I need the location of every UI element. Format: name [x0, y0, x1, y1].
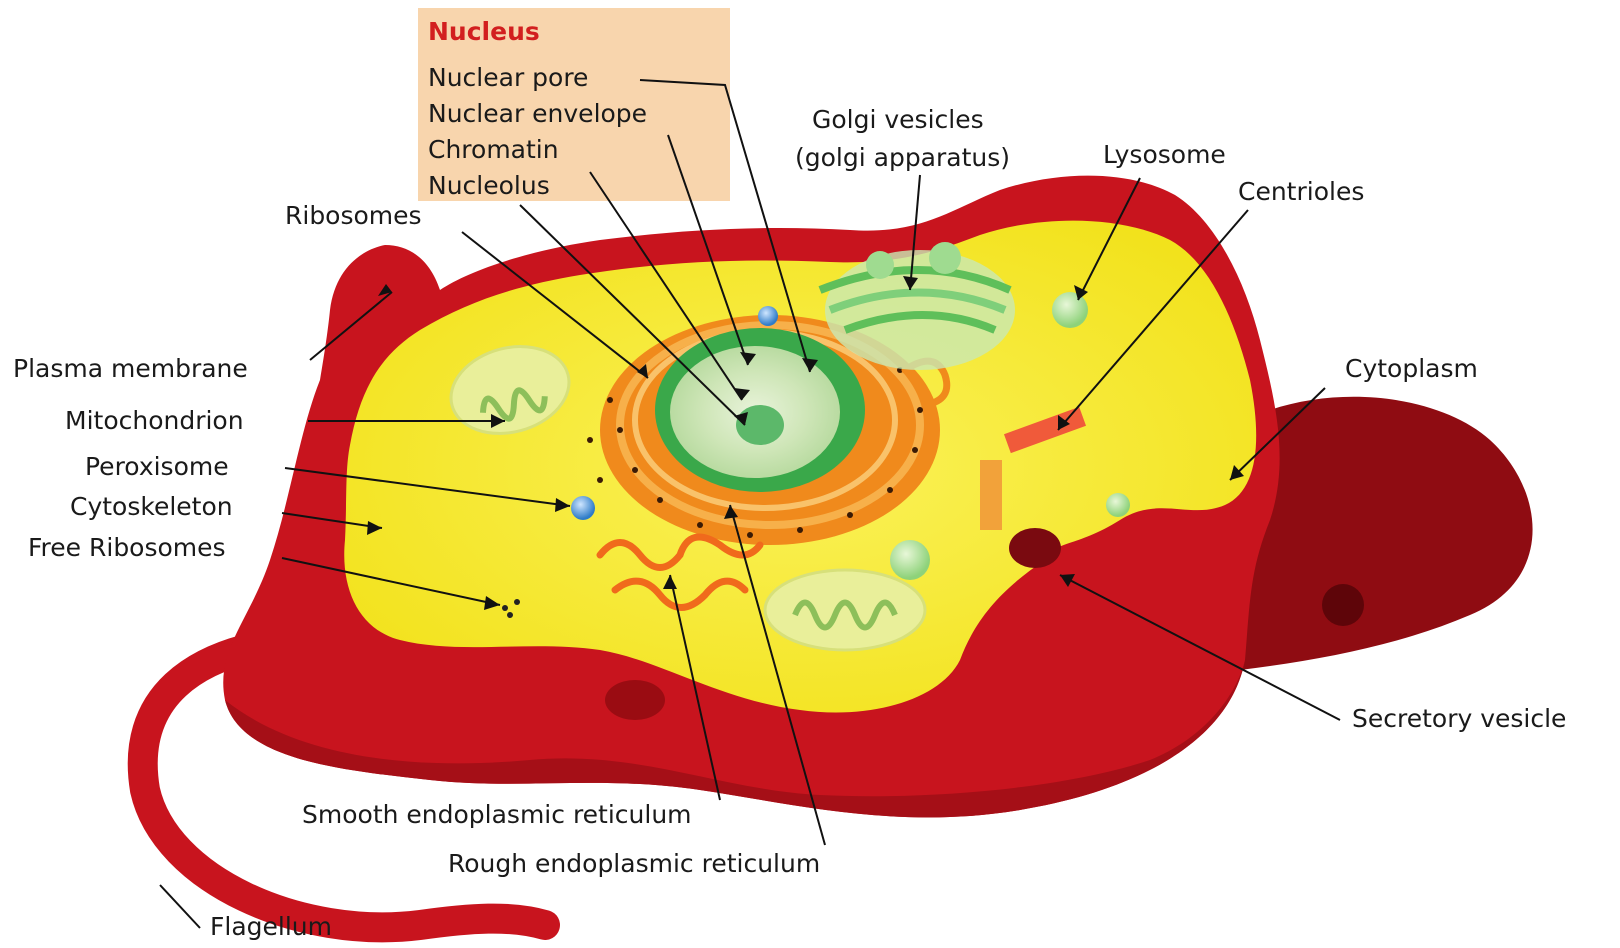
nucleus-item-nuclear-envelope: Nuclear envelope	[428, 99, 647, 128]
lysosome-shape	[1052, 292, 1088, 328]
label-flagellum: Flagellum	[210, 912, 332, 941]
nucleus-box-title: Nucleus	[428, 17, 540, 46]
label-golgi-line1: Golgi vesicles	[812, 105, 984, 134]
label-peroxisome: Peroxisome	[85, 452, 229, 481]
label-secretory-vesicle: Secretory vesicle	[1352, 704, 1566, 733]
label-cytoskeleton: Cytoskeleton	[70, 492, 233, 521]
label-centrioles: Centrioles	[1238, 177, 1364, 206]
label-mitochondrion: Mitochondrion	[65, 406, 244, 435]
vesicle-bottom	[605, 680, 665, 720]
label-free-ribosomes: Free Ribosomes	[28, 533, 226, 562]
label-ribosomes: Ribosomes	[285, 201, 422, 230]
label-cytoplasm: Cytoplasm	[1345, 354, 1478, 383]
mitochondrion-bottom	[765, 570, 925, 650]
peroxisome-shape	[571, 496, 595, 520]
nucleus-item-nucleolus: Nucleolus	[428, 171, 550, 200]
label-plasma-membrane: Plasma membrane	[13, 354, 248, 383]
secretory-vesicle-shape	[1009, 528, 1061, 568]
vesicle-green-1	[890, 540, 930, 580]
label-golgi-line2: (golgi apparatus)	[795, 143, 1010, 172]
label-smooth-er: Smooth endoplasmic reticulum	[302, 800, 692, 829]
nucleolus-shape	[736, 405, 784, 445]
vesicle-dark	[1322, 584, 1364, 626]
nucleus-item-chromatin: Chromatin	[428, 135, 559, 164]
vesicle-green-2	[1106, 493, 1130, 517]
label-lysosome: Lysosome	[1103, 140, 1226, 169]
label-rough-er: Rough endoplasmic reticulum	[448, 849, 820, 878]
peroxisome-shape-2	[758, 306, 778, 326]
nucleus-item-nuclear-pore: Nuclear pore	[428, 63, 588, 92]
